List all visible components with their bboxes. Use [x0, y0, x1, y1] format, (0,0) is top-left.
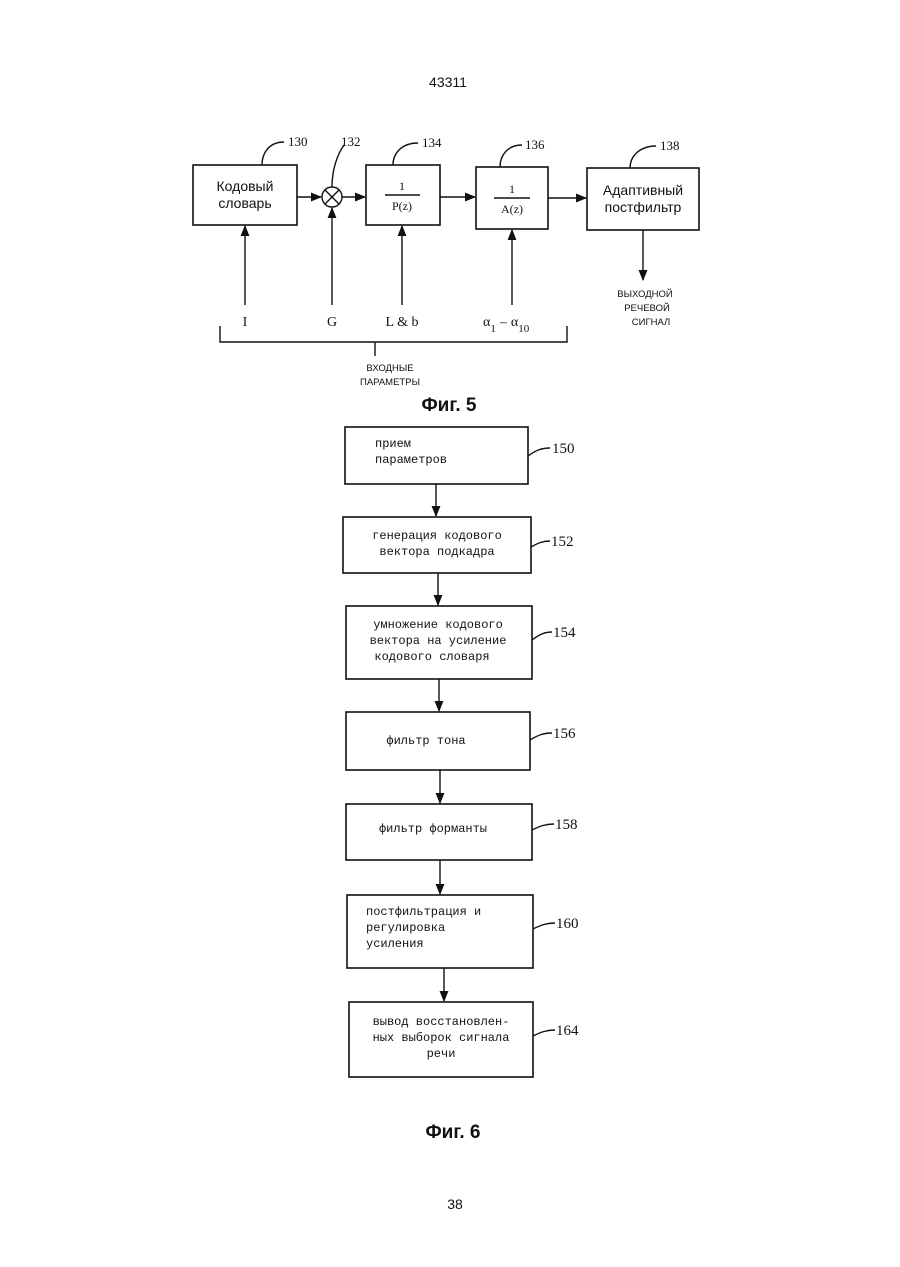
pitch-filter-block: 1 P(z) 134	[366, 135, 442, 225]
codebook-ref: 130	[288, 134, 308, 149]
formant-filter-denominator: A(z)	[501, 202, 523, 216]
flow-step-156: фильтр тона 156	[346, 712, 576, 770]
fig5-caption: Фиг. 5	[421, 395, 476, 416]
postfilter-label-line1: Адаптивный	[603, 182, 683, 198]
step-156-line1: фильтр тона	[386, 734, 465, 748]
fig6-caption: Фиг. 6	[425, 1122, 480, 1143]
step-164-line1: вывод восстановлен-	[373, 1015, 510, 1029]
step-164-line2: ных выборок сигнала	[373, 1031, 510, 1045]
output-label-line2: РЕЧЕВОЙ	[624, 302, 670, 314]
step-156-ref: 156	[553, 726, 576, 742]
flow-step-154: умножение кодового вектора на усиление к…	[346, 606, 576, 679]
step-164-line3: речи	[427, 1047, 456, 1061]
output-label-line1: ВЫХОДНОЙ	[617, 288, 673, 300]
flow-step-160: постфильтрация и регулировка усиления 16…	[347, 895, 579, 968]
step-160-line1: постфильтрация и	[366, 905, 481, 919]
input-params-bracket	[220, 326, 567, 356]
input-label-index: I	[243, 315, 248, 330]
step-158-line1: фильтр форманты	[379, 822, 487, 836]
step-152-line2: вектора подкадра	[379, 545, 494, 559]
fig5-block-diagram: Кодовый словарь 130 132 1 P(z) 134 1	[193, 134, 699, 416]
flow-step-158: фильтр форманты 158	[346, 804, 578, 860]
formant-filter-block: 1 A(z) 136	[476, 137, 548, 229]
postfilter-ref: 138	[660, 138, 680, 153]
codebook-label-line1: Кодовый	[217, 178, 274, 194]
codebook-label-line2: словарь	[218, 195, 271, 211]
multiplier-node: 132	[322, 134, 361, 207]
input-params-label-line1: ВХОДНЫЕ	[366, 363, 413, 374]
step-154-ref: 154	[553, 625, 576, 641]
step-164-ref: 164	[556, 1023, 579, 1039]
flow-step-150: прием параметров 150	[345, 427, 575, 484]
step-154-line3: кодового словаря	[374, 650, 489, 664]
postfilter-block: Адаптивный постфильтр 138	[587, 138, 699, 230]
input-label-lpc-coeffs: α1–α10	[483, 315, 530, 335]
step-154-line1: умножение кодового	[373, 618, 503, 632]
page-number: 38	[447, 1196, 463, 1212]
flow-step-152: генерация кодового вектора подкадра 152	[343, 517, 574, 573]
multiplier-ref: 132	[341, 134, 361, 149]
step-154-line2: вектора на усиление	[370, 634, 507, 648]
step-160-line3: усиления	[366, 937, 424, 951]
postfilter-label-line2: постфильтр	[605, 199, 682, 215]
step-150-line2: параметров	[375, 453, 447, 467]
codebook-block: Кодовый словарь 130	[193, 134, 308, 225]
step-160-line2: регулировка	[366, 921, 445, 935]
input-params-label-line2: ПАРАМЕТРЫ	[360, 377, 420, 388]
formant-filter-ref: 136	[525, 137, 545, 152]
formant-filter-numerator: 1	[509, 182, 515, 196]
step-150-ref: 150	[552, 441, 575, 457]
pitch-filter-ref: 134	[422, 135, 442, 150]
step-150-line1: прием	[375, 437, 411, 451]
page-header-number: 43311	[429, 74, 467, 90]
input-label-pitch-params: L & b	[386, 315, 419, 330]
flow-step-164: вывод восстановлен- ных выборок сигнала …	[349, 1002, 579, 1077]
step-152-ref: 152	[551, 534, 574, 550]
pitch-filter-numerator: 1	[399, 179, 405, 193]
output-label-line3: СИГНАЛ	[632, 317, 670, 328]
step-158-ref: 158	[555, 817, 578, 833]
step-160-ref: 160	[556, 916, 579, 932]
fig6-flowchart: прием параметров 150 генерация кодового …	[343, 427, 579, 1143]
step-152-line1: генерация кодового	[372, 529, 502, 543]
pitch-filter-denominator: P(z)	[392, 199, 412, 213]
input-label-gain: G	[327, 315, 337, 330]
